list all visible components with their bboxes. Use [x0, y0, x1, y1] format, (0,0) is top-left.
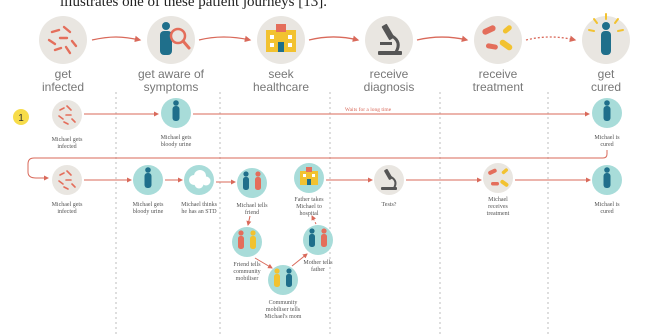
node-label: Michael gets	[52, 137, 83, 143]
node-label: cured	[600, 209, 613, 215]
row1-node-infected: Michael gets infected	[52, 100, 83, 150]
node-label: cured	[600, 142, 613, 148]
branch-node-mobiliser-tells-mom: Community mobiliser tells Michael's mom	[265, 265, 302, 320]
node-label: Mother tells	[303, 260, 333, 266]
node-label: Michael to	[296, 204, 322, 210]
stage-get-cured: get cured	[582, 13, 630, 94]
stage-label-line2: healthcare	[253, 80, 309, 94]
node-label: infected	[57, 143, 76, 150]
row1-node-cured: Michael is cured	[592, 98, 622, 148]
stage-separators	[115, 92, 549, 335]
node-label: Michael gets	[52, 202, 83, 208]
row2-node-bloody-urine: Michael gets bloody urine	[133, 165, 164, 215]
node-label: infected	[57, 208, 76, 215]
stage-label-line1: get	[55, 67, 72, 81]
node-label: Tests?	[382, 202, 397, 208]
row2-node-tells-friend: Michael tells friend	[236, 168, 268, 216]
two-people-icon	[309, 228, 327, 247]
microscope-icon	[378, 23, 402, 55]
node-label: Michael gets	[161, 135, 192, 141]
node-label: Michael is	[594, 135, 620, 141]
node-label: Father takes	[294, 197, 324, 203]
stage-label-line2: diagnosis	[364, 80, 415, 94]
stage-label-line2: cured	[591, 80, 621, 94]
stage-label-line1: receive	[370, 67, 409, 81]
pills-icon	[488, 168, 509, 187]
node-label: Michael gets	[133, 202, 164, 208]
stage-header: get infected get aware of symptoms	[39, 13, 630, 94]
hospital-icon	[266, 24, 296, 52]
cured-person-icon	[588, 13, 624, 55]
person-icon	[603, 167, 611, 188]
thought-cloud-icon	[189, 170, 211, 189]
stage-label-line1: seek	[268, 67, 294, 81]
row2-node-tests: Tests?	[374, 165, 404, 208]
stage-label-line2: symptoms	[144, 80, 199, 94]
stage-label-line2: infected	[42, 80, 84, 94]
node-label: he has an STD	[181, 209, 217, 215]
node-label: Friend tells	[233, 262, 261, 268]
node-label: Michael	[488, 197, 508, 203]
node-label: bloody urine	[133, 209, 164, 215]
stage-label-line2: treatment	[473, 80, 524, 94]
node-label: Michael's mom	[265, 314, 302, 320]
two-people-icon	[238, 230, 256, 249]
bacteria-icon	[58, 170, 76, 190]
node-label: treatment	[487, 211, 510, 217]
hospital-icon	[300, 167, 318, 185]
stage-get-aware: get aware of symptoms	[138, 16, 205, 94]
row2-node-receives-treatment: Michael receives treatment	[483, 163, 513, 217]
row1-node-bloody-urine: Michael gets bloody urine	[161, 98, 192, 148]
microscope-icon	[381, 169, 397, 190]
journey-badge: 1	[13, 109, 29, 125]
stage-arrows	[91, 35, 577, 43]
node-label: Michael tells	[236, 203, 268, 209]
bacteria-icon	[47, 25, 78, 55]
branch-node-mother-tells-father: Mother tells father	[303, 225, 333, 273]
node-label: hospital	[300, 211, 319, 217]
magnifier-person-icon	[160, 22, 191, 55]
node-label: bloody urine	[161, 142, 192, 148]
node-label: Michael thinks	[181, 202, 217, 208]
node-label: mobiliser	[236, 276, 259, 282]
stage-label-line1: get	[598, 67, 615, 81]
person-icon	[172, 100, 180, 121]
person-icon	[603, 100, 611, 121]
row2-arrows	[84, 177, 591, 185]
stage-label-line1: receive	[479, 67, 518, 81]
node-label: mobiliser tells	[266, 307, 301, 313]
row2-node-thinks-std: Michael thinks he has an STD	[181, 165, 218, 215]
node-label: Michael is	[594, 202, 620, 208]
stage-receive-treatment: receive treatment	[473, 16, 524, 94]
journey-number: 1	[18, 113, 24, 124]
branch-arrows	[246, 215, 317, 269]
stage-receive-diagnosis: receive diagnosis	[364, 16, 415, 94]
wait-label: Waits for a long time	[345, 106, 392, 113]
node-label: friend	[245, 209, 259, 216]
node-label: father	[311, 266, 325, 273]
bacteria-icon	[58, 105, 76, 125]
row2-node-father-hospital: Father takes Michael to hospital	[294, 163, 324, 217]
row2-node-cured: Michael is cured	[592, 165, 622, 215]
node-label: community	[233, 269, 260, 275]
stage-seek-healthcare: seek healthcare	[253, 16, 309, 94]
row-connector	[27, 150, 608, 181]
pills-icon	[482, 25, 513, 51]
caption-top: illustrates one of these patient journey…	[60, 0, 327, 10]
two-people-icon	[274, 268, 292, 287]
stage-get-infected: get infected	[39, 16, 87, 94]
node-label: Community	[269, 300, 298, 306]
branch-node-friend-tells-mobiliser: Friend tells community mobiliser	[232, 227, 262, 282]
stage-label-line1: get aware of	[138, 67, 205, 81]
two-people-icon	[243, 171, 261, 190]
node-label: receives	[488, 204, 508, 210]
person-icon	[144, 167, 152, 188]
row2-node-infected: Michael gets infected	[52, 165, 83, 215]
